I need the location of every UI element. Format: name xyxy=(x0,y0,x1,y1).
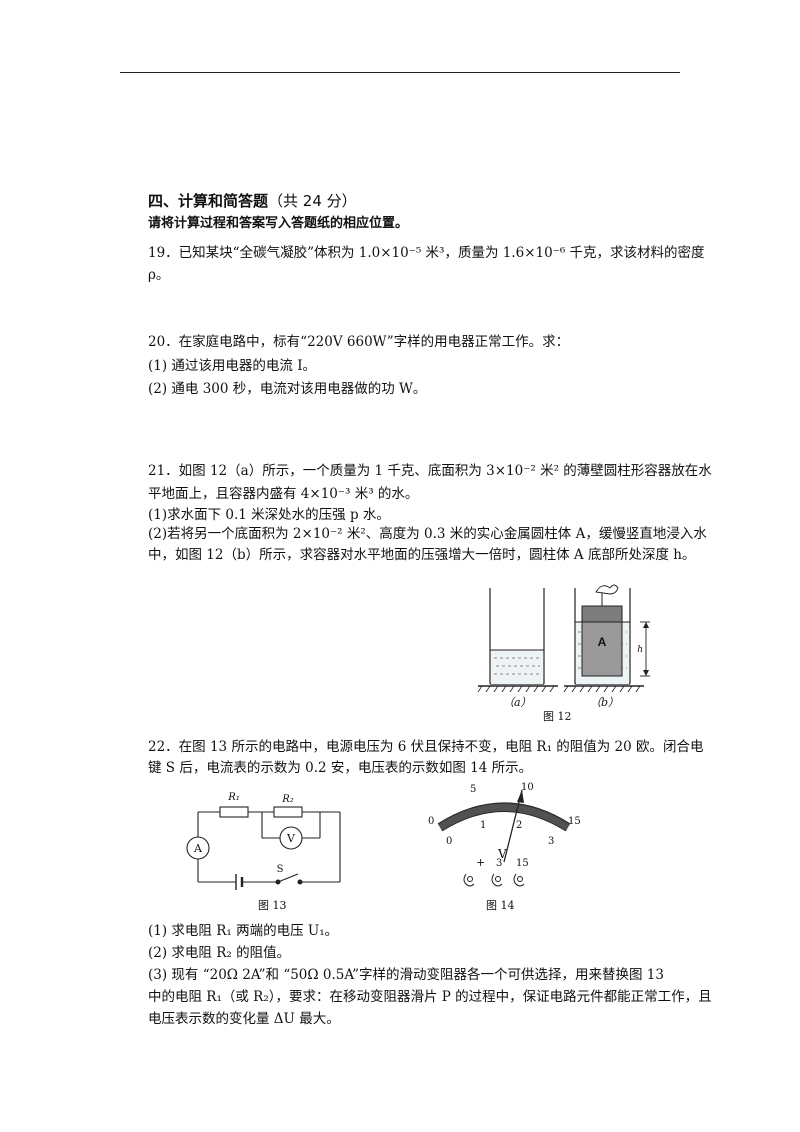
figure-13-circuit: R₁ R₂ V A S xyxy=(186,792,341,890)
unit-label: V xyxy=(497,847,507,861)
figure-12: A h xyxy=(477,584,650,693)
header-rule xyxy=(120,72,680,73)
container-b: A h xyxy=(563,584,650,693)
fig12-label-a: （a） xyxy=(503,696,532,709)
inner-tick-1: 1 xyxy=(480,820,486,831)
q22-part2: (2) 求电阻 R₂ 的阻值。 xyxy=(148,945,291,961)
h-label: h xyxy=(637,645,643,655)
cylinder-a-label: A xyxy=(598,635,607,649)
outer-tick-10: 10 xyxy=(521,782,534,793)
container-a xyxy=(477,588,558,693)
q22-line1: 22．在图 13 所示的电路中，电源电压为 6 伏且保持不变，电阻 R₁ 的阻值… xyxy=(148,739,704,755)
q22-part3-line1: (3) 现有 “20Ω 2A”和 “50Ω 0.5A”字样的滑动变阻器各一个可供… xyxy=(148,967,664,983)
q21-line2: 平地面上，且容器内盛有 4×10⁻³ 米³ 的水。 xyxy=(148,486,419,502)
q22-part3-line2: 中的电阻 R₁（或 R₂），要求：在移动变阻器滑片 P 的过程中，保证电路元件都… xyxy=(148,989,712,1005)
outer-tick-0: 0 xyxy=(428,816,434,827)
q20-part2: (2) 通电 300 秒，电流对该用电器做的功 W。 xyxy=(148,381,427,397)
q21-line1: 21．如图 12（a）所示，一个质量为 1 千克、底面积为 3×10⁻² 米² … xyxy=(148,463,712,479)
switch-label: S xyxy=(277,864,284,875)
fig12-label-b: （b） xyxy=(590,696,620,709)
r2-label: R₂ xyxy=(281,794,294,805)
terminal-3: 3 xyxy=(496,858,502,869)
inner-tick-3: 3 xyxy=(548,836,554,847)
hand-icon xyxy=(595,584,619,595)
fig14-caption: 图 14 xyxy=(486,899,515,912)
section-instruction: 请将计算过程和答案写入答题纸的相应位置。 xyxy=(148,216,409,231)
r1-label: R₁ xyxy=(227,792,240,803)
fig12-caption: 图 12 xyxy=(543,710,572,723)
q19-line1: 19．已知某块“全碳气凝胶”体积为 1.0×10⁻⁵ 米³，质量为 1.6×10… xyxy=(148,245,705,261)
q20-part1: (1) 通过该用电器的电流 I。 xyxy=(148,358,317,374)
q22-part3-line3: 电压表示数的变化量 ΔU 最大。 xyxy=(148,1011,340,1027)
fig13-caption: 图 13 xyxy=(258,899,287,912)
q21-part2-line2: 中，如图 12（b）所示，求容器对水平地面的压强增大一倍时，圆柱体 A 底部所处… xyxy=(148,547,696,563)
q22-line2: 键 S 后，电流表的示数为 0.2 安，电压表的示数如图 14 所示。 xyxy=(148,760,533,776)
terminal-posts xyxy=(463,873,525,887)
terminal-15: 15 xyxy=(516,858,529,869)
outer-tick-5: 5 xyxy=(470,784,476,795)
q19-line2: ρ。 xyxy=(148,267,170,283)
section-title: 四、计算和简答题（共 24 分） xyxy=(148,192,357,210)
outer-tick-15: 15 xyxy=(568,816,581,827)
q20-stem: 20．在家庭电路中，标有“220V 660W”字样的用电器正常工作。求： xyxy=(148,334,570,350)
q21-part1: (1)求水面下 0.1 米深处水的压强 p 水。 xyxy=(148,507,390,523)
q21-part2-line1: (2)若将另一个底面积为 2×10⁻² 米²、高度为 0.3 米的实心金属圆柱体… xyxy=(148,526,707,542)
ammeter-label: A xyxy=(193,842,203,855)
inner-tick-2: 2 xyxy=(516,820,522,831)
figure-14-voltmeter: 0 5 10 15 0 1 2 3 V + 3 15 xyxy=(428,782,581,887)
inner-tick-0: 0 xyxy=(446,836,452,847)
terminal-plus: + xyxy=(476,856,485,869)
voltmeter-label: V xyxy=(286,832,296,845)
q22-part1: (1) 求电阻 R₁ 两端的电压 U₁。 xyxy=(148,923,339,939)
